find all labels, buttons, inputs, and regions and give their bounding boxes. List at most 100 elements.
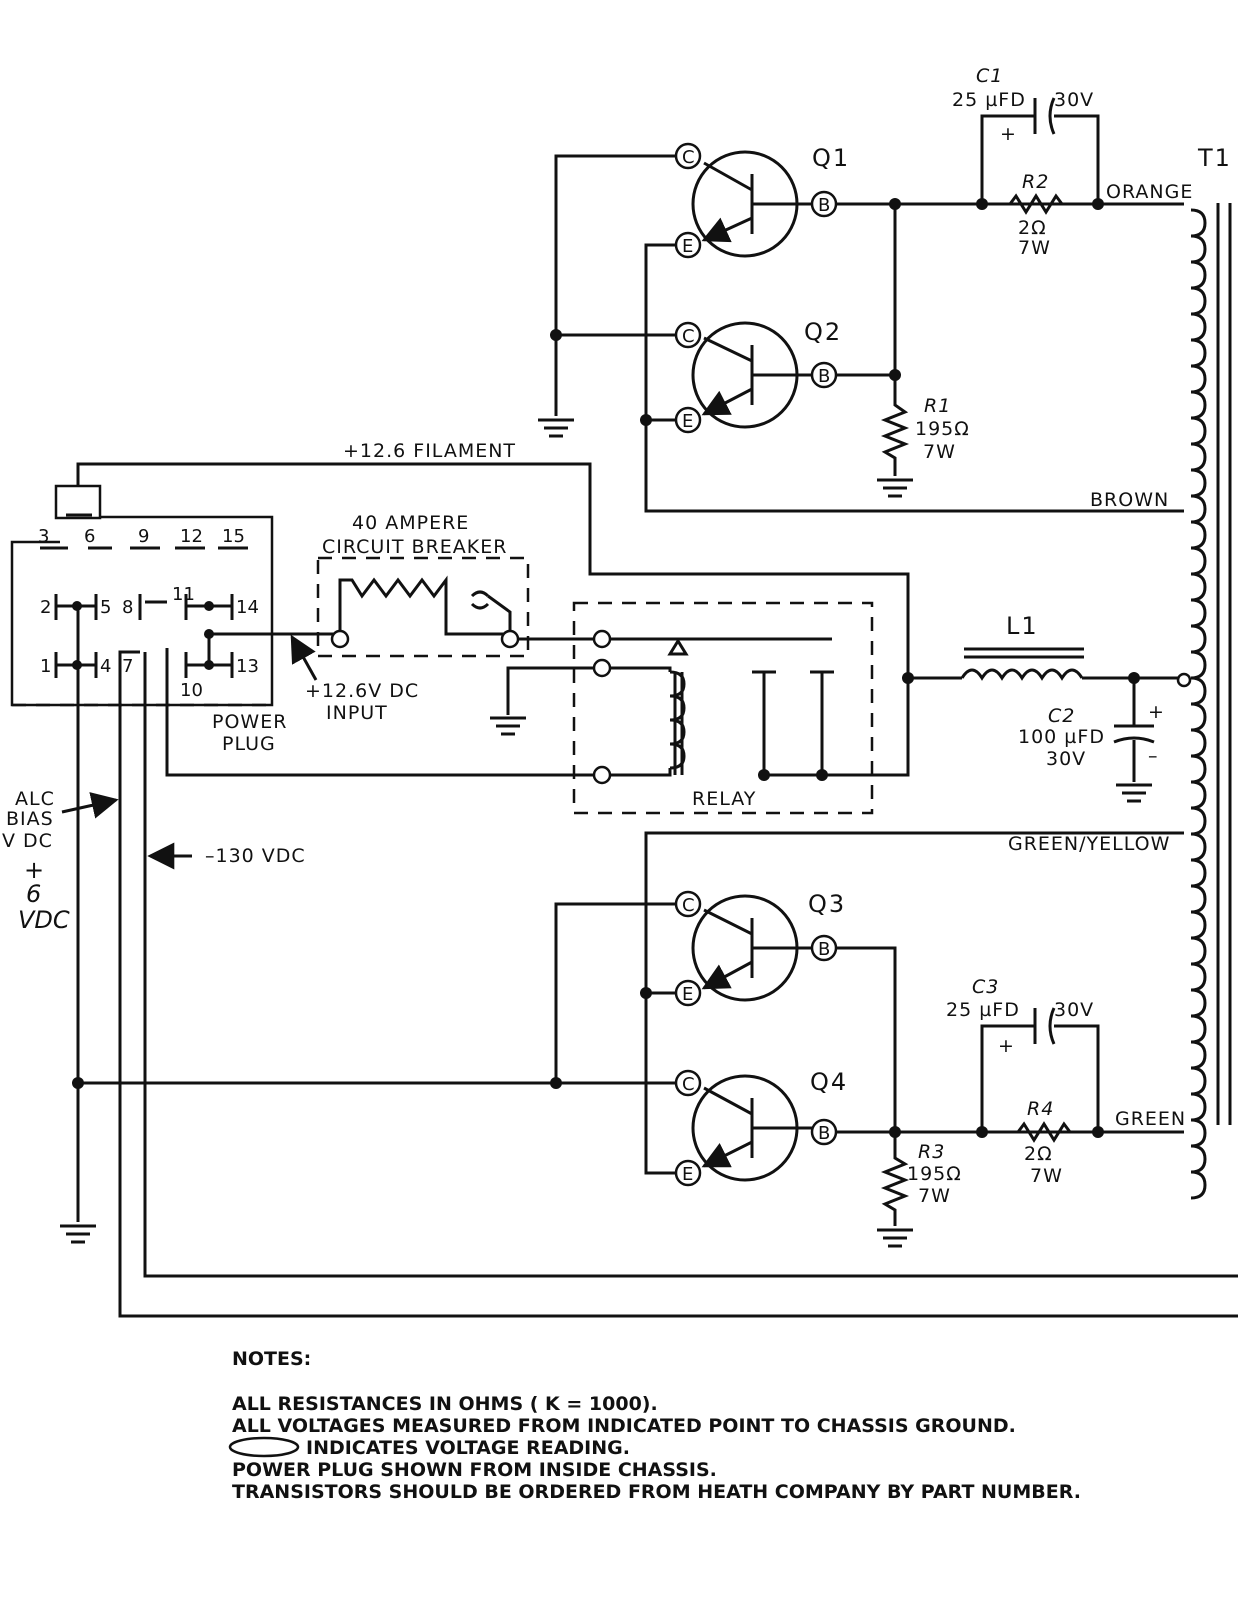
breaker-label-2: CIRCUIT BREAKER (322, 536, 507, 558)
ground-icon (488, 716, 528, 736)
q4-e: E (682, 1164, 693, 1185)
breaker-label-1: 40 AMPERE (352, 512, 469, 534)
c2-voltage: 30V (1046, 748, 1086, 770)
plug-pin-14: 14 (236, 597, 259, 618)
q1-b: B (818, 195, 830, 216)
r4-watts: 7W (1030, 1165, 1063, 1187)
r4-value: 2Ω (1024, 1143, 1053, 1165)
r1-value: 195Ω (915, 418, 970, 440)
note-line-5: TRANSISTORS SHOULD BE ORDERED FROM HEATH… (232, 1481, 1081, 1503)
power-plug: 3 6 9 12 15 2 5 8 11 14 1 4 7 10 13 POWE… (10, 484, 287, 755)
c3-value: 25 µFD (946, 999, 1020, 1021)
q2-e: E (682, 411, 693, 432)
c1-voltage: 30V (1054, 89, 1094, 111)
r1-watts: 7W (923, 441, 956, 463)
q3-c: C (682, 895, 695, 916)
minus-130-vdc-label: –130 VDC (205, 845, 306, 867)
alc-label-2: BIAS (6, 808, 54, 830)
plug-pin-1: 1 (40, 656, 51, 677)
plug-pin-4: 4 (100, 656, 111, 677)
q1-label: Q1 (812, 144, 850, 172)
c2-plus: + (1148, 701, 1165, 723)
note-line-4: POWER PLUG SHOWN FROM INSIDE CHASSIS. (232, 1459, 717, 1481)
alc-label-3: V DC (2, 830, 53, 852)
t1-label: T1 (1197, 144, 1232, 172)
c1-value: 25 µFD (952, 89, 1026, 111)
r3-value: 195Ω (907, 1163, 962, 1185)
transistor-q2: C E B Q2 (674, 318, 842, 434)
q3-e: E (682, 984, 693, 1005)
q1-c: C (682, 147, 695, 168)
c3-ref: C3 (972, 976, 999, 998)
transistor-q4: C E B Q4 (674, 1068, 848, 1187)
plug-pin-7: 7 (122, 656, 133, 677)
l1-label: L1 (1006, 612, 1039, 640)
c2-minus: – (1148, 745, 1159, 767)
transistor-q1: C E B Q1 (674, 142, 850, 259)
power-input-section: +12.6 FILAMENT +12.6V DC INPUT 40 AMPERE… (76, 440, 910, 815)
q3-q4-section: R3 195Ω 7W R4 2Ω 7W + C3 25 µFD 30V (550, 831, 1184, 1248)
r3-watts: 7W (918, 1185, 951, 1207)
t1-orange-label: ORANGE (1106, 181, 1193, 203)
handwritten-vdc: VDC (18, 906, 70, 934)
ground-icon (58, 1224, 98, 1244)
note-line-1: ALL RESISTANCES IN OHMS ( K = 1000). (232, 1393, 658, 1415)
plug-pin-5: 5 (100, 597, 111, 618)
transistor-q3: C E B Q3 (674, 890, 846, 1007)
input-label-2: INPUT (326, 702, 388, 724)
ground-icon (1114, 783, 1154, 803)
ground-icon (536, 418, 576, 438)
power-plug-label-1: POWER (212, 711, 287, 733)
plug-pin-12: 12 (180, 526, 203, 547)
r2-watts: 7W (1018, 237, 1051, 259)
q2-label: Q2 (804, 318, 842, 346)
q4-c: C (682, 1074, 695, 1095)
plug-pin-8: 8 (122, 597, 133, 618)
ground-icon (875, 1228, 915, 1248)
plug-pin-3: 3 (38, 526, 49, 547)
notes-title: NOTES: (232, 1348, 311, 1370)
input-label-1: +12.6V DC (305, 680, 419, 702)
handwritten-plus: + (24, 856, 44, 884)
q1-q2-section: R1 195Ω 7W R2 2Ω 7W + C1 25 µFD 30V (536, 65, 1184, 513)
plug-pin-6: 6 (84, 526, 95, 547)
r3-ref: R3 (918, 1141, 945, 1163)
q1-e: E (682, 236, 693, 257)
q2-b: B (818, 366, 830, 387)
r2-value: 2Ω (1018, 217, 1047, 239)
transformer-t1: T1 ORANGE BROWN GREEN/YELLOW GREEN (1008, 144, 1232, 1200)
q2-c: C (682, 326, 695, 347)
alc-label-1: ALC (15, 788, 55, 810)
c2-ref: C2 (1048, 705, 1075, 727)
power-plug-label-2: PLUG (222, 733, 276, 755)
plug-pin-15: 15 (222, 526, 245, 547)
l1-c2-section: L1 + – C2 100 µFD 30V (902, 612, 1178, 803)
relay-label: RELAY (692, 788, 756, 810)
c3-polarity: + (998, 1035, 1015, 1057)
plug-pin-2: 2 (40, 597, 51, 618)
q3-b: B (818, 939, 830, 960)
c3-voltage: 30V (1054, 999, 1094, 1021)
r2-ref: R2 (1022, 171, 1049, 193)
plug-pin-9: 9 (138, 526, 149, 547)
t1-green-yellow-label: GREEN/YELLOW (1008, 833, 1170, 855)
handwritten-6: 6 (26, 880, 41, 908)
note-line-2: ALL VOLTAGES MEASURED FROM INDICATED POI… (232, 1415, 1016, 1437)
filament-label: +12.6 FILAMENT (343, 440, 516, 462)
t1-center-tap-terminal (1176, 672, 1192, 688)
t1-brown-label: BROWN (1090, 489, 1169, 511)
left-side-wiring: ALC BIAS V DC + 6 VDC –130 VDC (2, 606, 1238, 1318)
q3-label: Q3 (808, 890, 846, 918)
voltage-reading-ellipse-icon (228, 1436, 300, 1458)
q4-label: Q4 (810, 1068, 848, 1096)
note-line-3: INDICATES VOLTAGE READING. (306, 1437, 630, 1459)
c1-ref: C1 (976, 65, 1003, 87)
r4-ref: R4 (1027, 1098, 1054, 1120)
plug-pin-10: 10 (180, 680, 203, 701)
t1-green-label: GREEN (1115, 1108, 1186, 1130)
notes-block: NOTES: ALL RESISTANCES IN OHMS ( K = 100… (228, 1348, 1081, 1503)
plug-pin-11: 11 (172, 584, 195, 605)
c2-value: 100 µFD (1018, 726, 1105, 748)
q4-b: B (818, 1123, 830, 1144)
